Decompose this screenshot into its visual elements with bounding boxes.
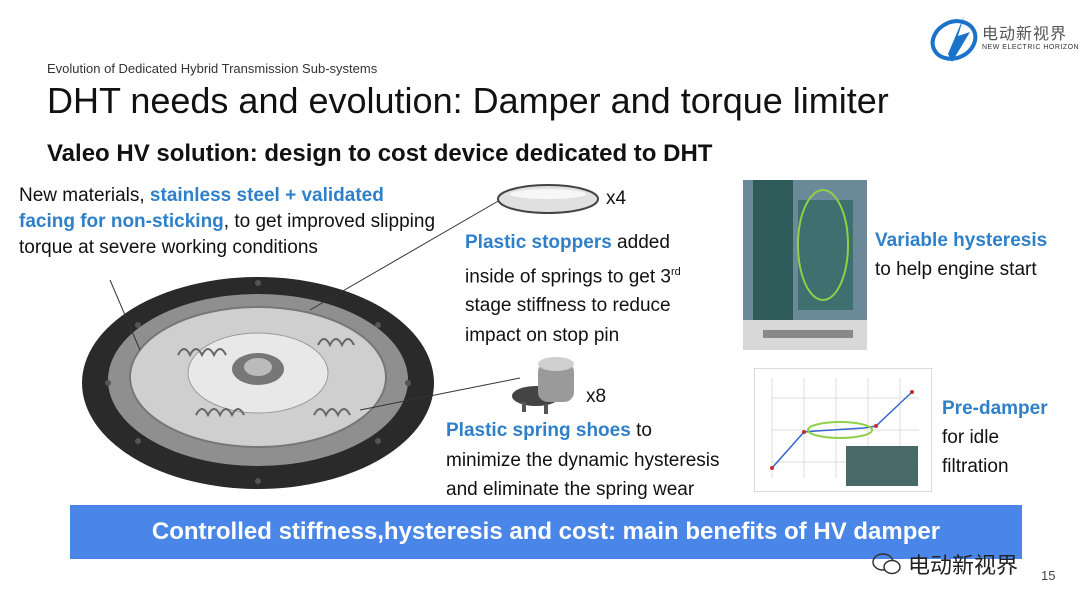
brand-logo bbox=[930, 16, 978, 62]
predamper-highlight: Pre-damper bbox=[942, 398, 1048, 419]
stopper-count: x4 bbox=[606, 188, 627, 209]
predamper-line3: filtration bbox=[942, 456, 1009, 477]
damper-illustration bbox=[82, 277, 434, 489]
callout-variable-hysteresis: Variable hysteresis to help engine start bbox=[875, 226, 1075, 284]
slide-title: DHT needs and evolution: Damper and torq… bbox=[47, 80, 889, 121]
pre-damper-graph bbox=[754, 368, 932, 492]
stoppers-highlight: Plastic stoppers bbox=[465, 232, 612, 253]
materials-pre: New materials, bbox=[19, 185, 150, 206]
logo-name-cn: 电动新视界 bbox=[982, 26, 1068, 43]
materials-post: , to get improved slipping torque at sev… bbox=[19, 211, 436, 258]
hysteresis-text: to help engine start bbox=[875, 259, 1037, 280]
shoes-line3: and eliminate the spring wear bbox=[446, 479, 695, 500]
plastic-stopper-image bbox=[497, 184, 599, 214]
hysteresis-highlight: Variable hysteresis bbox=[875, 230, 1048, 251]
wechat-icon bbox=[872, 553, 901, 575]
logo-name-en: NEW ELECTRIC HORIZON bbox=[982, 44, 1080, 51]
materials-highlight: stainless steel + validated facing for n… bbox=[19, 185, 384, 232]
callout-plastic-spring-shoes: Plastic spring shoes to minimize the dyn… bbox=[446, 416, 756, 505]
callout-pre-damper: Pre-damper for idle filtration bbox=[942, 394, 1072, 481]
stoppers-line2: inside of springs to get 3 bbox=[465, 265, 671, 287]
watermark-text: 电动新视界 bbox=[908, 553, 1019, 578]
benefits-banner-text: Controlled stiffness,hysteresis and cost… bbox=[151, 518, 941, 545]
benefits-banner bbox=[70, 505, 1022, 559]
predamper-line2: for idle bbox=[942, 427, 1000, 448]
callout-new-materials: New materials, stainless steel + validat… bbox=[19, 183, 439, 261]
stoppers-line2-sup: rd bbox=[670, 265, 681, 278]
stoppers-line4: impact on stop pin bbox=[465, 324, 620, 346]
callout-plastic-stoppers: Plastic stoppers added inside of springs… bbox=[465, 228, 735, 350]
slide-subtitle: Valeo HV solution: design to cost device… bbox=[47, 140, 713, 167]
shoes-line2: minimize the dynamic hysteresis bbox=[446, 449, 720, 471]
shoes-line1: to bbox=[630, 420, 652, 441]
page-number: 15 bbox=[1041, 568, 1056, 583]
stoppers-line3: stage stiffness to reduce bbox=[465, 295, 671, 317]
shoes-highlight: Plastic spring shoes bbox=[446, 420, 631, 441]
slide-supertitle: Evolution of Dedicated Hybrid Transmissi… bbox=[47, 61, 378, 76]
plastic-spring-shoe-image bbox=[512, 357, 574, 414]
stoppers-line1: added bbox=[611, 232, 670, 253]
shoe-count: x8 bbox=[586, 386, 607, 407]
watermark: 电动新视界 bbox=[872, 548, 1018, 580]
cross-section-image bbox=[743, 180, 867, 350]
